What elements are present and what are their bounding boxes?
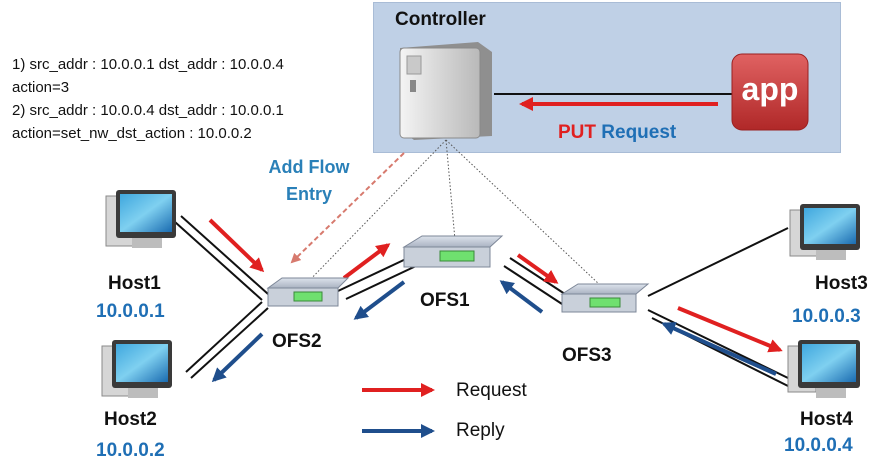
host4-name: Host4 (800, 409, 853, 430)
ofs3-label: OFS3 (562, 345, 612, 366)
add-flow-line-1: Add Flow (268, 157, 350, 177)
app-icon: app (731, 53, 809, 131)
host2-computer-icon (101, 340, 172, 398)
host-links-left (174, 215, 269, 379)
add-flow-line-2: Entry (285, 184, 332, 204)
link-ofs2-ofs1 (337, 257, 417, 300)
flow-rule-1: 1) src_addr : 10.0.0.1 dst_addr : 10.0.0… (12, 56, 284, 73)
link-ofs1-ofs3 (503, 257, 569, 305)
ofs2-label: OFS2 (272, 331, 322, 352)
host3-computer-icon (789, 204, 860, 260)
host2-ip: 10.0.0.2 (96, 440, 165, 461)
server-icon (399, 42, 492, 140)
host4-computer-icon (787, 340, 860, 398)
add-flow-label: Add Flow Entry (262, 154, 356, 208)
controller-title: Controller (395, 9, 486, 30)
flow-rule-2: 2) src_addr : 10.0.0.4 dst_addr : 10.0.0… (12, 102, 284, 119)
controller-links (302, 139, 601, 288)
flow-rule-1-action: action=3 (12, 79, 70, 96)
host4-ip: 10.0.0.4 (784, 435, 853, 456)
host3-ip: 10.0.0.3 (792, 306, 861, 327)
put-verb: PUT (558, 122, 596, 143)
request-arrow-ofs3-host4 (677, 306, 783, 353)
legend-request-label: Request (456, 380, 527, 401)
ofs1-switch-icon (402, 235, 504, 268)
legend-reply-label: Reply (456, 420, 505, 441)
reply-arrows (211, 280, 777, 383)
flow-rule-2-action: action=set_nw_dst_action : 10.0.0.2 (12, 125, 252, 142)
host-links-right (647, 227, 789, 387)
host2-name: Host2 (104, 409, 157, 430)
request-arrow-ofs1-ofs3 (516, 253, 559, 284)
request-arrow-ofs2-ofs1 (342, 243, 391, 280)
ofs3-switch-icon (560, 283, 650, 313)
ofs1-label: OFS1 (420, 290, 470, 311)
ofs2-switch-icon (266, 277, 350, 307)
reply-arrow-ofs1-ofs2 (353, 280, 406, 320)
reply-arrow-host4-ofs3 (661, 322, 777, 376)
reply-arrow-ofs2-host2 (211, 332, 264, 383)
app-label: app (742, 71, 799, 107)
request-arrow-host1-ofs2 (208, 218, 265, 273)
host1-computer-icon (105, 190, 176, 248)
request-arrows (208, 218, 783, 353)
host3-name: Host3 (815, 273, 868, 294)
add-flow-arrow (290, 152, 405, 264)
host1-name: Host1 (108, 273, 161, 294)
put-word: Request (601, 122, 677, 143)
flow-rules: 1) src_addr : 10.0.0.1 dst_addr : 10.0.0… (12, 53, 284, 145)
host1-ip: 10.0.0.1 (96, 301, 165, 322)
put-request-label: PUT Request (558, 122, 676, 144)
reply-arrow-ofs3-ofs1 (499, 280, 544, 314)
